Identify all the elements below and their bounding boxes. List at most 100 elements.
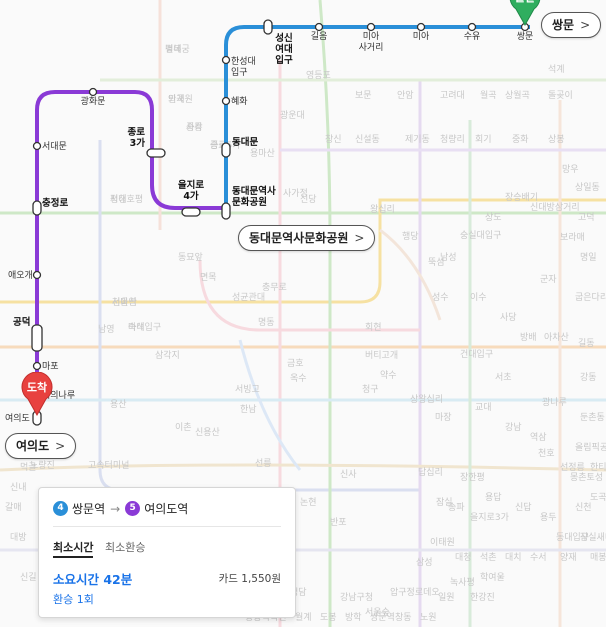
label-chungjeongno: 충정로 (42, 197, 68, 209)
background-station-label: 장한평 (460, 472, 485, 483)
background-station-label: 시청 (110, 194, 127, 205)
background-station-label: 군자 (540, 274, 557, 285)
background-station-label: 보라매 (560, 232, 585, 243)
station-sungshin[interactable] (263, 19, 273, 35)
background-station-label: 명동 (258, 317, 275, 328)
background-station-label: 굽은다리 (575, 292, 606, 303)
background-station-label: 안암 (397, 89, 414, 101)
background-station-label: 중화 (512, 134, 529, 145)
background-station-label: 아차산 (544, 331, 569, 343)
background-station-label: 서빙고 (235, 384, 260, 395)
background-station-label: 대치 (505, 551, 522, 563)
background-station-label: 둔촌동 (580, 412, 605, 423)
station-suyu[interactable] (467, 22, 477, 32)
background-station-label: 일원 (438, 592, 455, 603)
label-seodaemun: 서대문 (42, 141, 67, 152)
station-seodaemun[interactable] (32, 141, 42, 151)
station-markers (31, 19, 530, 426)
background-station-label: 평내호평 (110, 194, 143, 205)
station-euljiro4ga[interactable] (181, 207, 201, 217)
background-station-label: 송파 (448, 502, 465, 513)
background-station-label: 도봉 (320, 612, 337, 623)
station-chungjeongno[interactable] (32, 200, 42, 216)
start-marker-label: 출발 (508, 0, 542, 5)
background-station-label: 장승배기 (505, 192, 538, 203)
ddp-pill-label: 동대문역사문화공원 (249, 231, 349, 245)
tab-min-transfer[interactable]: 최소환승 (104, 541, 146, 554)
background-station-label: 서울역 (112, 297, 137, 308)
station-aeogae[interactable] (32, 270, 42, 280)
background-station-label: 길동 (578, 338, 595, 349)
label-gireum: 길음 (311, 31, 328, 42)
background-station-label: 망우 (562, 164, 579, 175)
yeouido-pill[interactable]: 여의도> (5, 433, 77, 459)
background-station-label: 을지로3가 (470, 512, 509, 523)
background-station-label: 석계 (548, 63, 565, 75)
background-station-label: 건대입구 (460, 348, 493, 360)
background-station-label: 사릉 (186, 122, 203, 133)
background-station-label: 강동 (580, 372, 597, 383)
background-station-label: 회기 (475, 134, 492, 145)
background-station-label: 신당 (300, 194, 317, 205)
background-station-label: 천호 (538, 448, 555, 459)
label-yeouido: 여의도 (5, 412, 30, 424)
background-station-label: 고속터미널 (88, 460, 129, 471)
ssangmun-pill[interactable]: 쌍문> (541, 12, 602, 38)
tab-min-time[interactable]: 최소시간 (53, 541, 94, 558)
background-station-label: 충무로 (262, 282, 287, 293)
background-station-label: 신사 (340, 469, 357, 480)
label-aeogae: 애오개 (8, 270, 33, 281)
background-station-label: 노원 (420, 612, 437, 623)
background-station-label: 약수 (380, 369, 397, 381)
background-station-label: 상일동 (575, 182, 600, 193)
background-station-label: 신답 (515, 501, 532, 513)
background-station-label: 상도 (485, 212, 502, 223)
start-marker[interactable]: 출발 (508, 0, 542, 26)
ddp-pill[interactable]: 동대문역사문화공원> (238, 225, 376, 251)
route-option-tabs: 최소시간 최소환승 (53, 539, 153, 558)
background-station-label: 용답 (485, 491, 502, 503)
background-station-label: 먹골 (20, 462, 37, 473)
station-miasageori[interactable] (366, 22, 376, 32)
background-station-label: 상왕십리 (410, 394, 443, 405)
background-station-label: 남영 (98, 324, 115, 335)
background-station-label: 논현 (300, 497, 317, 508)
yeouido-pill-label: 여의도 (16, 439, 50, 453)
destination-station: 여의도역 (144, 502, 189, 516)
station-jongno3ga[interactable] (146, 148, 166, 158)
background-station-label: 종각 (186, 121, 203, 133)
background-station-label: 서울숲 (365, 607, 390, 618)
travel-duration: 소요시간 42분 (53, 572, 133, 587)
background-station-label: 반포 (330, 517, 347, 528)
station-dongdaemun[interactable] (221, 142, 231, 158)
station-mia[interactable] (416, 22, 426, 32)
station-hyehwa[interactable] (221, 96, 231, 106)
background-station-label: 역삼 (530, 432, 547, 443)
line-5-badge: 5 (125, 501, 141, 516)
background-station-label: 신설동 (355, 134, 380, 145)
transfer-count: 환승 1회 (53, 593, 94, 606)
station-gwanghwamun[interactable] (88, 87, 98, 97)
background-station-label: 마장 (435, 412, 452, 423)
station-gongdeok[interactable] (31, 324, 43, 352)
background-station-label: 안국 (168, 94, 185, 105)
background-station-label: 광운대 (280, 109, 305, 121)
station-hansung[interactable] (221, 55, 231, 65)
route-summary-card[interactable]: 4 쌍문역 → 5 여의도역 최소시간 최소환승 소요시간 42분 카드 1,5… (38, 487, 296, 618)
background-station-label: 제기동 (405, 134, 430, 145)
background-station-label: 돌곶이 (548, 90, 573, 101)
station-dongdaemun-hist[interactable] (221, 202, 231, 220)
background-station-label: 면목 (200, 272, 217, 283)
end-marker[interactable]: 도착 (20, 372, 54, 416)
background-station-label: 고덕 (578, 212, 595, 223)
station-gireum[interactable] (314, 22, 324, 32)
background-station-label: 청량리 (440, 133, 465, 145)
station-mapo[interactable] (32, 361, 42, 371)
background-station-label: 숭실대입구 (460, 229, 501, 241)
end-marker-label: 도착 (26, 381, 48, 394)
background-station-label: 상월곡 (505, 89, 530, 101)
